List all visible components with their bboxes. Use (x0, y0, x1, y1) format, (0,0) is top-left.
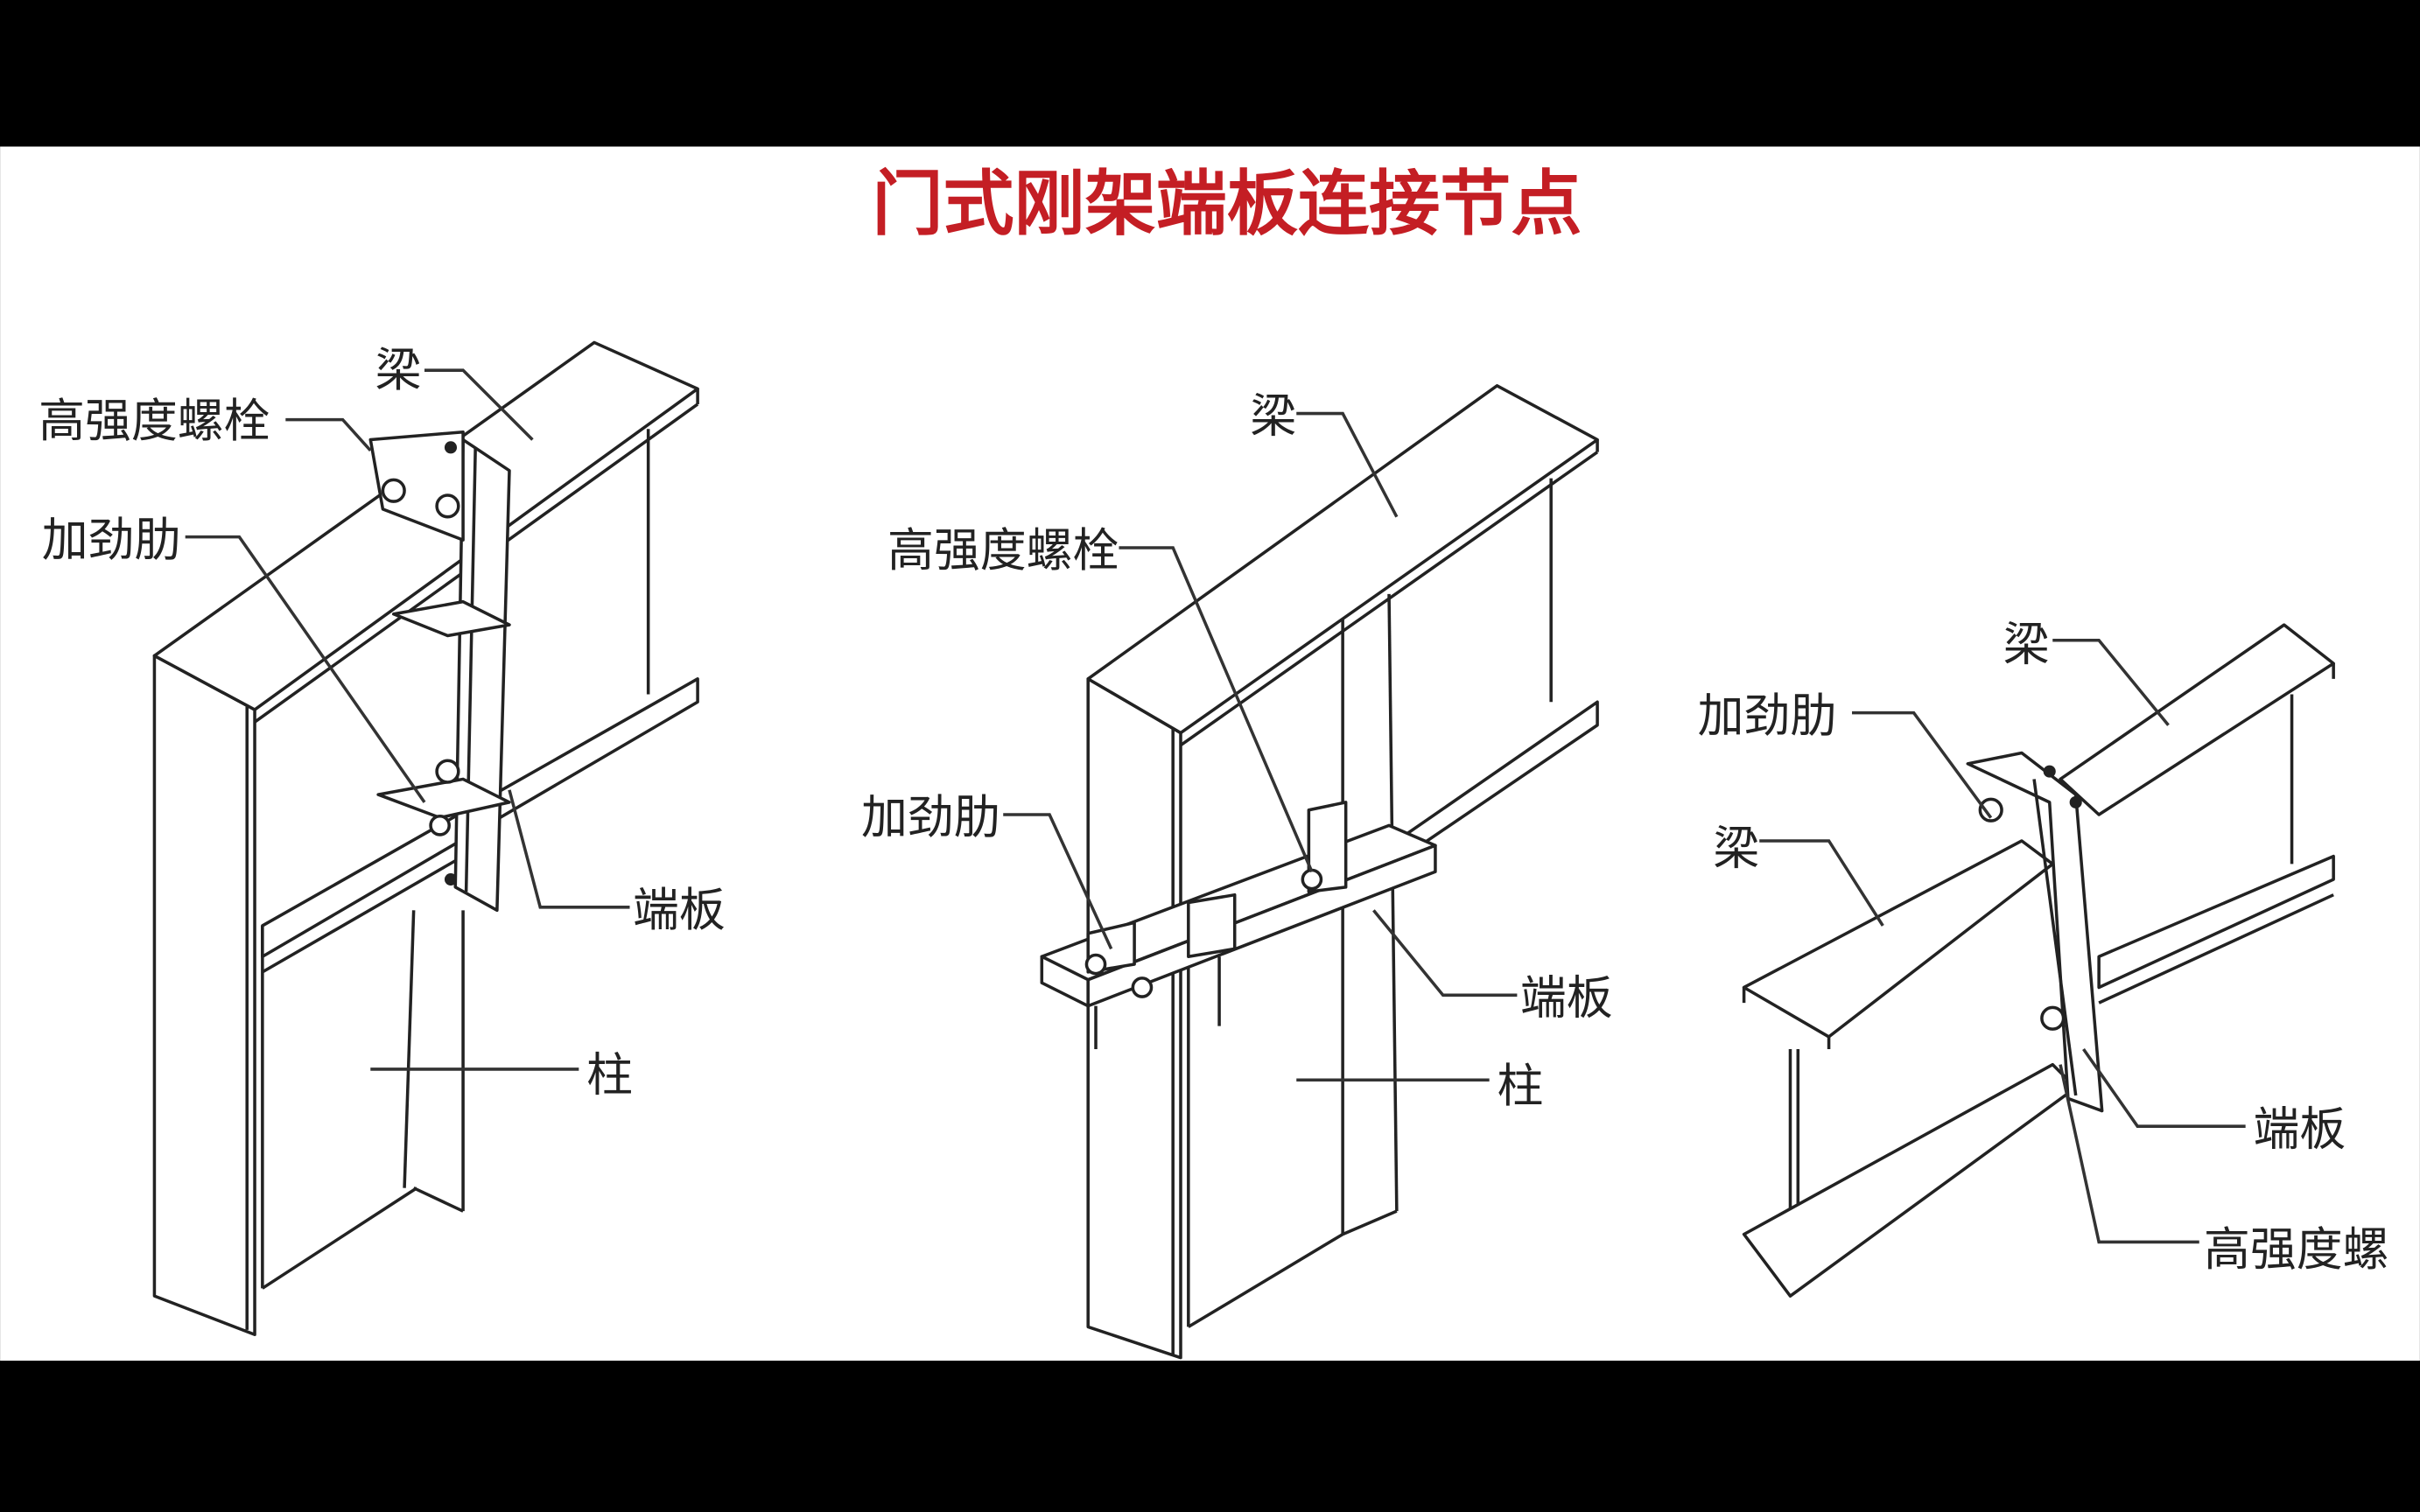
label-stiffener: 加劲肋 (42, 514, 181, 567)
label-beam: 梁 (375, 344, 422, 397)
label-column: 柱 (586, 1049, 633, 1102)
label-end-plate: 端板 (633, 884, 726, 937)
label-bolt: 高强度螺 (2204, 1223, 2389, 1277)
diagram-column-beam-horizontal-endplate: 梁 高强度螺栓 加劲肋 端板 柱 (861, 384, 1613, 1360)
diagram-beam-beam-splice: 梁 加劲肋 梁 端板 高强度螺 (1698, 619, 2389, 1298)
label-end-plate: 端板 (2253, 1102, 2346, 1156)
label-stiffener: 加劲肋 (861, 791, 1000, 844)
label-column: 柱 (1497, 1060, 1543, 1113)
label-stiffener: 加劲肋 (1698, 690, 1837, 743)
label-bolt: 高强度螺栓 (887, 524, 1119, 578)
slide-title: 门式刚架端板连接节点 (872, 164, 1582, 246)
slide-background (0, 146, 2420, 1362)
label-beam-upper: 梁 (2003, 619, 2050, 672)
bottom-letterbox (0, 1361, 2420, 1512)
diagram-column-beam-vertical-endplate: 梁 高强度螺栓 加劲肋 端板 柱 (39, 340, 726, 1336)
top-letterbox (0, 0, 2420, 147)
label-bolt: 高强度螺栓 (39, 395, 270, 448)
label-beam: 梁 (1250, 390, 1296, 444)
label-end-plate: 端板 (1520, 971, 1613, 1025)
label-beam-lower: 梁 (1713, 822, 1759, 875)
